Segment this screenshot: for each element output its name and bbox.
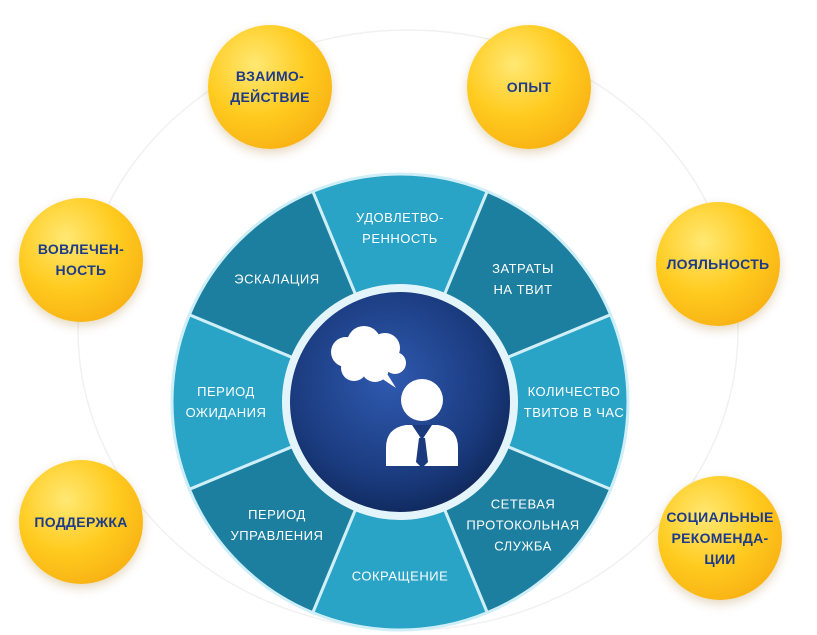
wheel-segment-label-escalation: ЭСКАЛАЦИЯ	[234, 271, 320, 287]
bubble-support-label: ПОДДЕРЖКА	[34, 513, 128, 530]
bubble-experience-label: ОПЫТ	[506, 78, 552, 95]
wheel-segment-label-network-protocol: СЕТЕВАЯ ПРОТОКОЛЬНАЯ СЛУЖБА	[466, 496, 580, 554]
bubble-engagement: ВОВЛЕЧЕН- НОСТЬ	[19, 198, 143, 322]
bubble-social-recommendations: СОЦИАЛЬНЫЕ РЕКОМЕНДА- ЦИИ	[658, 476, 782, 600]
wheel-segment-label-waiting-period: ПЕРИОД ОЖИДАНИЯ	[185, 384, 267, 420]
bubble-loyalty-label: ЛОЯЛЬНОСТЬ	[666, 255, 770, 272]
person-with-speech-bubble-icon	[331, 326, 458, 468]
wheel-segment-label-cost-per-tweet: ЗАТРАТЫ НА ТВИТ	[492, 260, 554, 297]
wheel-segment-label-satisfaction: УДОВЛЕТВО- РЕННОСТЬ	[356, 210, 444, 246]
bubble-interaction: ВЗАИМО- ДЕЙСТВИЕ	[208, 25, 332, 149]
bubble-interaction-label: ВЗАИМО- ДЕЙСТВИЕ	[230, 68, 310, 105]
bubble-social-recommendations-label: СОЦИАЛЬНЫЕ РЕКОМЕНДА- ЦИИ	[666, 508, 774, 567]
wheel-segment-label-management-period: ПЕРИОД УПРАВЛЕНИЯ	[230, 507, 324, 544]
bubble-loyalty: ЛОЯЛЬНОСТЬ	[656, 202, 780, 326]
bubble-engagement-label: ВОВЛЕЧЕН- НОСТЬ	[37, 241, 125, 278]
bubble-support: ПОДДЕРЖКА	[19, 460, 143, 584]
wheel-segment-label-reduction: СОКРАЩЕНИЕ	[351, 568, 449, 584]
wheel-segment-label-tweets-per-hour: КОЛИЧЕСТВО ТВИТОВ В ЧАС	[523, 384, 625, 420]
hub-circle	[290, 292, 510, 512]
bubble-experience: ОПЫТ	[467, 25, 591, 149]
